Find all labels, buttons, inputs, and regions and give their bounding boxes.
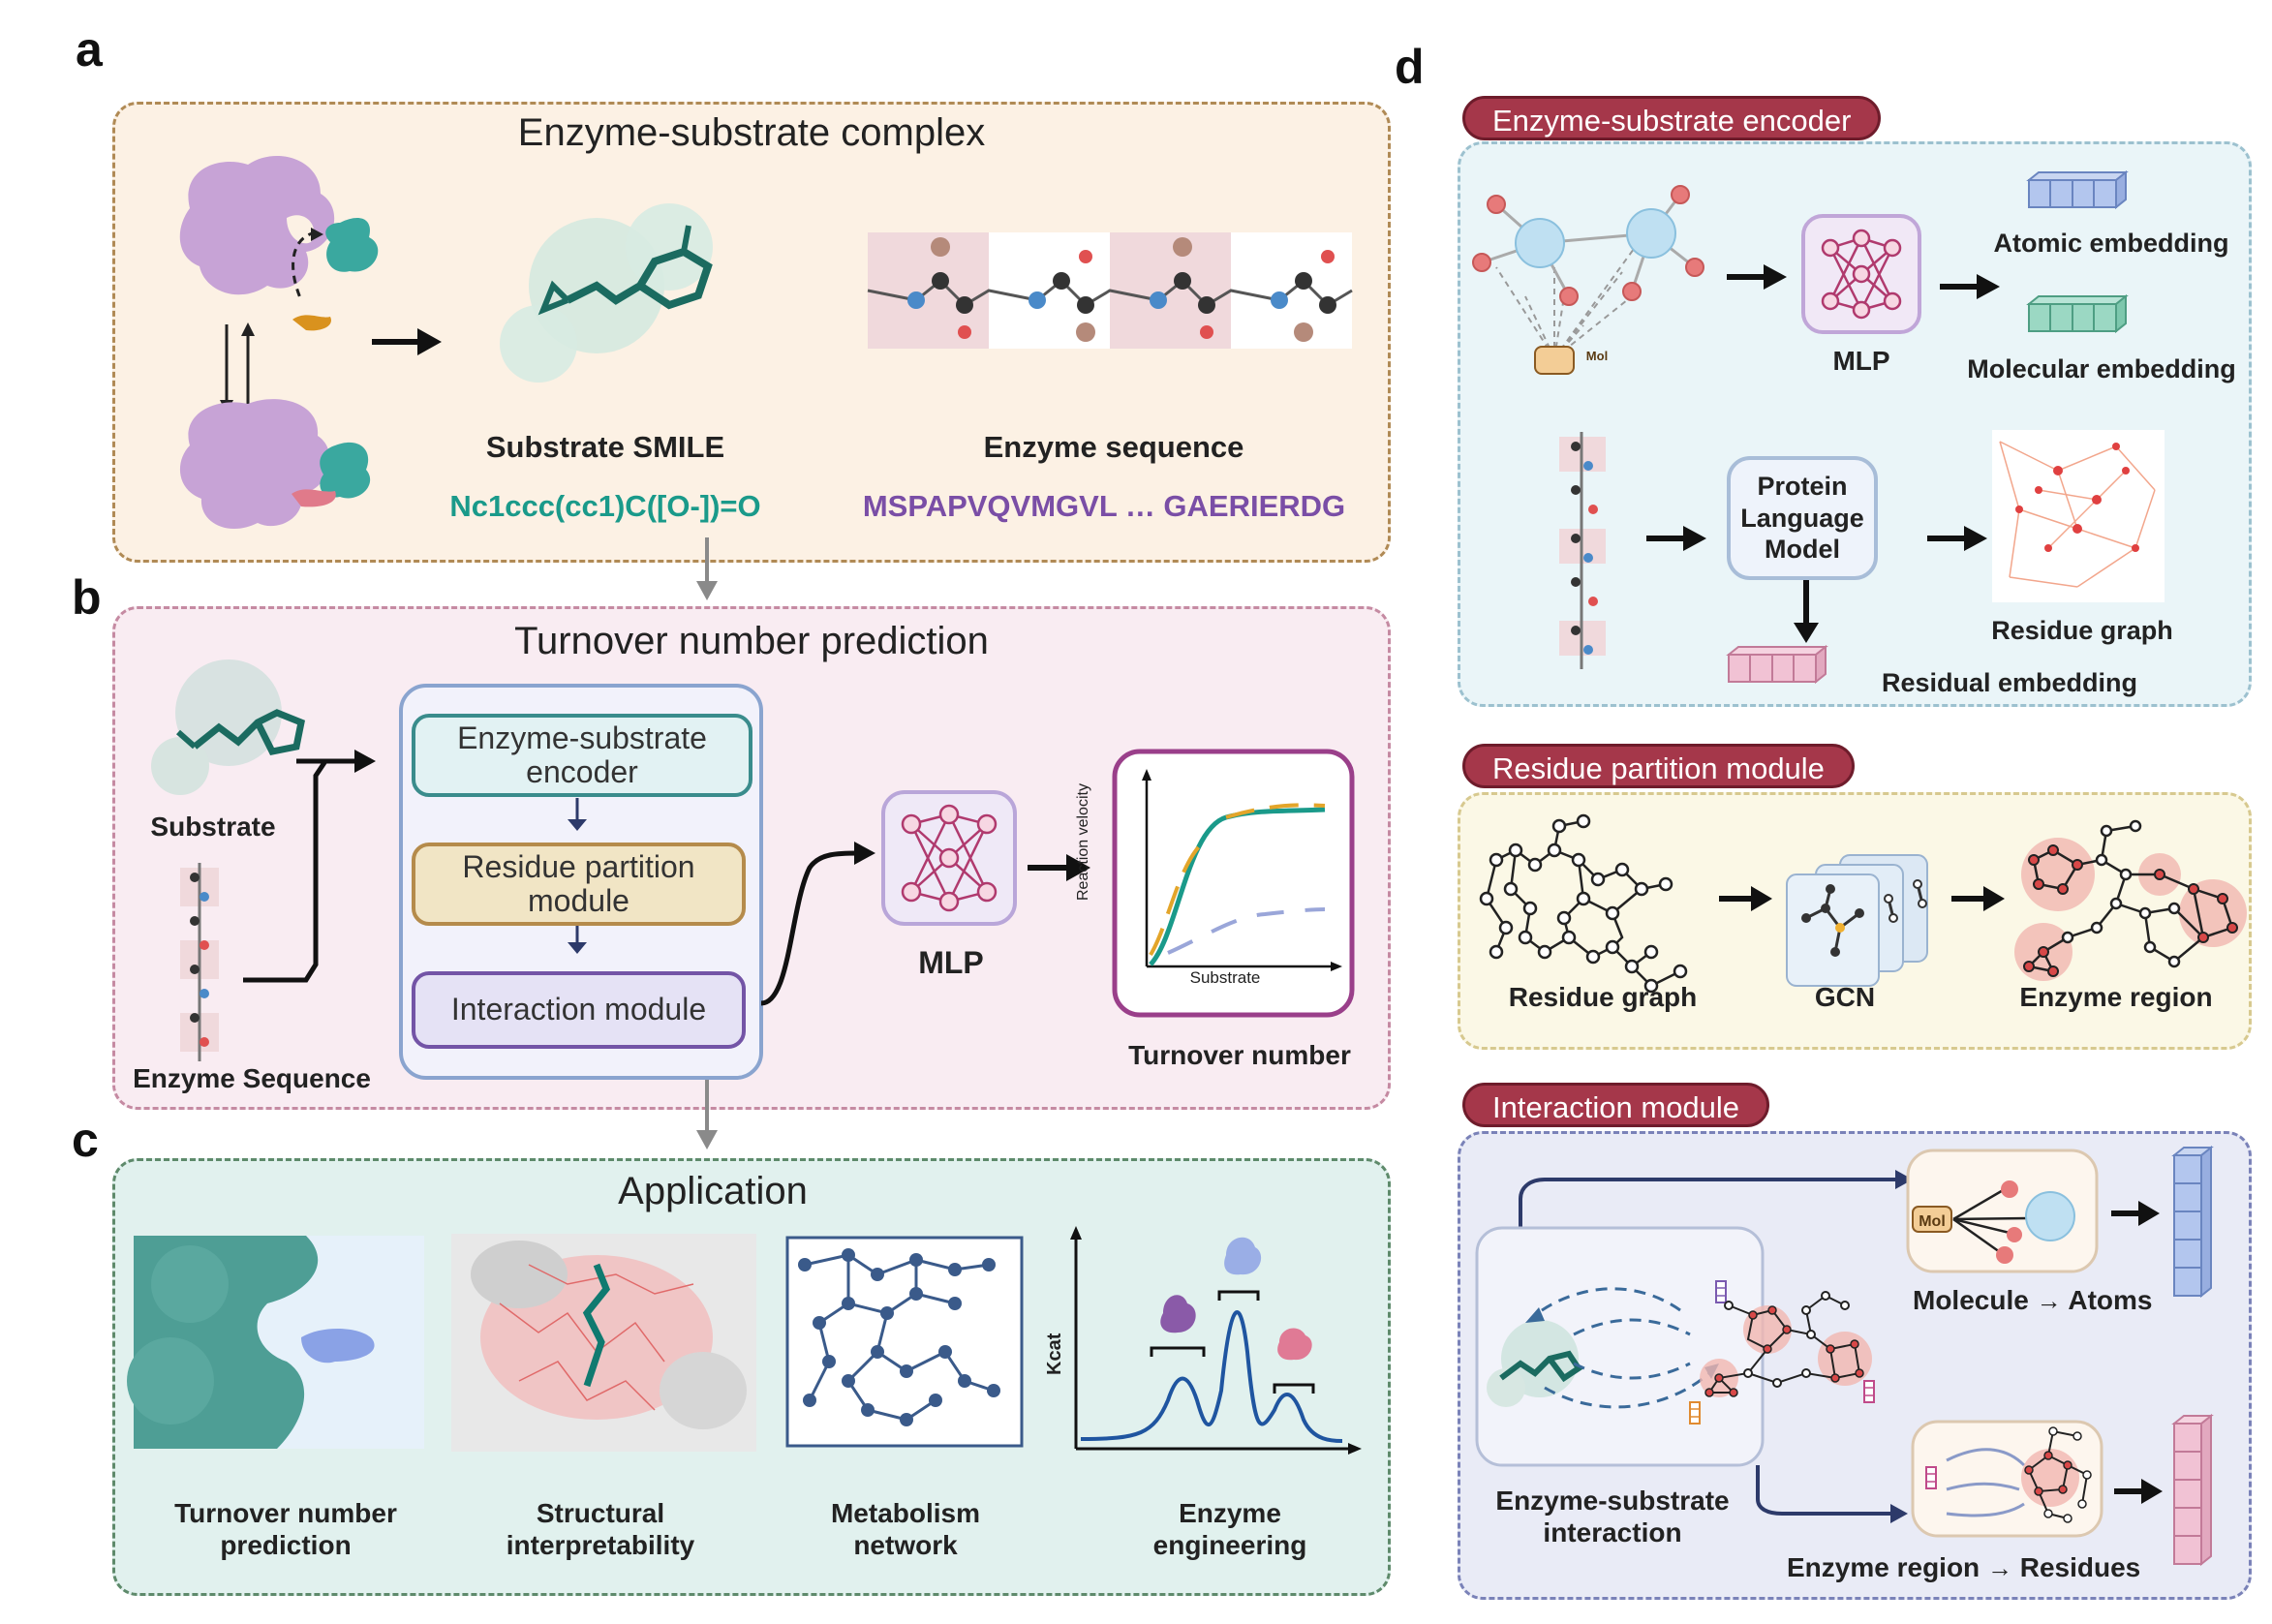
- atoms-label: Atoms: [2068, 1285, 2153, 1315]
- kcat-axis-label: Kcat: [1044, 1333, 1065, 1375]
- region-residues-caption: Enzyme region → Residues: [1787, 1552, 2165, 1583]
- panel-b-title: Turnover number prediction: [514, 620, 989, 662]
- enzyme-complex-illustration: [179, 156, 1353, 529]
- residual-embedding-icon: [1726, 644, 1828, 685]
- es-substrate-icon: [1487, 1320, 1583, 1407]
- es-interaction-label: Enzyme-substrate interaction: [1495, 1486, 1730, 1547]
- partition-graphics: [1479, 813, 2247, 994]
- substrate-molecule-icon: [500, 203, 713, 383]
- enzyme-sequence-label: Enzyme sequence: [983, 430, 1244, 464]
- atomic-embedding-label: Atomic embedding: [1993, 229, 2229, 258]
- right-arrow-icon-2: →: [1986, 1553, 2012, 1582]
- molecular-embedding-icon: [2026, 293, 2129, 334]
- arrow-b-to-c: [696, 1080, 718, 1149]
- substrate-small-icon: [292, 315, 331, 331]
- encoder-graphics: [1472, 169, 2165, 685]
- interaction-module-box: Interaction module: [412, 971, 746, 1049]
- structure-heatmap-icon: [451, 1234, 756, 1452]
- interaction-pill: Interaction module: [1462, 1083, 1770, 1127]
- kcat-peaks-plot: [1070, 1226, 1362, 1455]
- velocity-plot: [1142, 769, 1342, 971]
- panel-label-b: b: [72, 570, 102, 625]
- plot-y-label: Reaction velocity: [1075, 783, 1091, 901]
- atomic-embedding-icon: [2026, 169, 2129, 210]
- mlp-label: MLP: [918, 945, 984, 980]
- encoder-mlp-icon: [1801, 214, 1921, 334]
- enzyme-region-graph-icon: [2014, 819, 2247, 981]
- plm-box-label: Protein Language Model: [1740, 472, 1864, 565]
- mlp-network-icon: [881, 790, 1017, 926]
- enzyme-blob-icon: [179, 156, 335, 295]
- molecule-graph-icon: [1472, 185, 1704, 375]
- panel-label-c: c: [72, 1113, 99, 1167]
- molecular-embedding-label: Molecular embedding: [1967, 354, 2236, 383]
- gcn-label: GCN: [1814, 982, 1876, 1012]
- cofactor-icon: [325, 218, 379, 272]
- encoder-module-box: Enzyme-substrate encoder: [412, 714, 752, 797]
- sequence-strip-icon: [180, 863, 219, 1061]
- molecule-label: Molecule: [1913, 1285, 2029, 1315]
- encoder-pill: Enzyme-substrate encoder: [1462, 96, 1882, 140]
- panel-label-a: a: [76, 22, 103, 77]
- partition-region-label: Enzyme region: [2019, 982, 2213, 1012]
- plot-x-label: Substrate: [1189, 968, 1261, 987]
- panel-b-graphics: [151, 659, 1355, 1080]
- enzyme-bound-icon: [179, 399, 371, 529]
- embedding-stack-icon: [1689, 1280, 1875, 1425]
- residual-embedding-label: Residual embedding: [1881, 668, 2138, 697]
- residue-graph-icon: [1992, 430, 2165, 602]
- residues-column-icon: [2171, 1413, 2214, 1567]
- substrate-smile-label: Substrate SMILE: [485, 430, 725, 464]
- gcn-layers-icon: [1786, 854, 1928, 987]
- enzyme-docking-icon: [127, 1236, 424, 1449]
- mol-tag-encoder: Mol: [1585, 349, 1609, 363]
- right-arrow-icon: →: [2036, 1286, 2062, 1315]
- residues-label: Residues: [2019, 1552, 2141, 1582]
- substrate-icon: [151, 659, 306, 795]
- application-illustrations: [127, 1226, 1362, 1455]
- app-engineering-label: Enzyme engineering: [1152, 1498, 1307, 1560]
- substrate-label: Substrate: [150, 812, 276, 842]
- atoms-column-icon: [2171, 1145, 2214, 1299]
- panel-a-title: Enzyme-substrate complex: [517, 111, 986, 154]
- encoder-mlp-label: MLP: [1832, 346, 1890, 376]
- encoder-residue-graph-label: Residue graph: [1991, 616, 2173, 645]
- mol-tag-interaction: Mol: [1919, 1213, 1946, 1230]
- partition-residue-graph-label: Residue graph: [1508, 982, 1698, 1012]
- arrow-a-to-b: [696, 537, 718, 600]
- partition-pill: Residue partition module: [1462, 744, 1855, 788]
- peptide-chain-icon: [867, 232, 1353, 349]
- app-structural-label: Structural interpretability: [506, 1498, 695, 1560]
- app-metabolism-label: Metabolism network: [830, 1498, 981, 1560]
- substrate-smiles-value: Nc1ccc(cc1)C([O-])=O: [449, 489, 761, 523]
- molecule-atoms-caption: Molecule → Atoms: [1913, 1285, 2232, 1316]
- turnover-number-label: Turnover number: [1128, 1040, 1351, 1070]
- panel-c-title: Application: [618, 1170, 808, 1212]
- metabolism-network-icon: [785, 1236, 1024, 1448]
- interaction-graphics: [1475, 1145, 2214, 1567]
- panel-label-d: d: [1395, 40, 1425, 94]
- partition-module-box: Residue partition module: [412, 843, 746, 926]
- app-turnover-label: Turnover number prediction: [174, 1498, 397, 1560]
- interaction-region-label: Enzyme region: [1787, 1552, 1980, 1582]
- es-region-graph-icon: [1700, 1291, 1872, 1397]
- encoder-sequence-strip-icon: [1559, 432, 1606, 669]
- enzyme-sequence-input-label: Enzyme Sequence: [133, 1063, 371, 1093]
- enzyme-sequence-value: MSPAPVQVMGVL … GAERIERDG: [862, 489, 1346, 523]
